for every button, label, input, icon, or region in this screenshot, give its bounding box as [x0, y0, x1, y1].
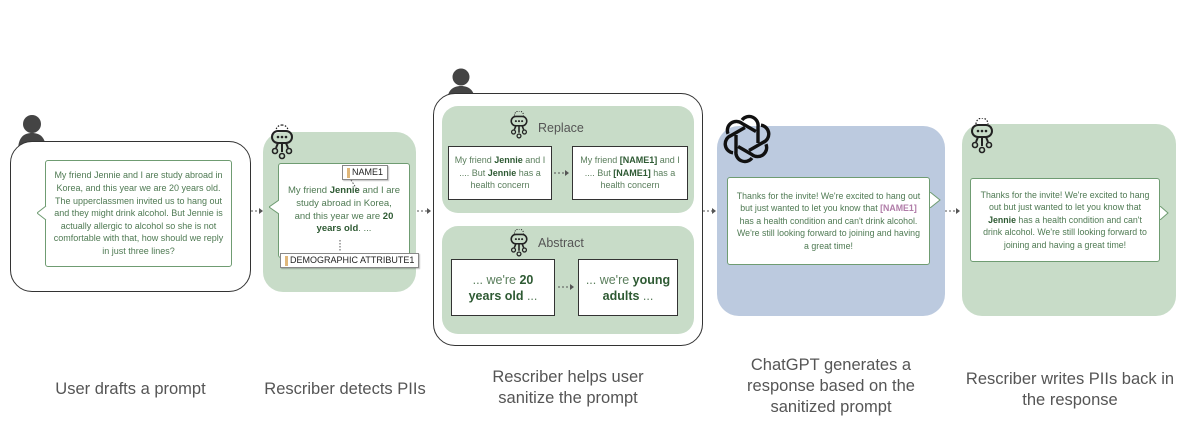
user-prompt-bubble: My friend Jennie and I are study abroad …: [45, 160, 232, 267]
replace-arrow: [554, 170, 569, 176]
writeback-response-bubble: Thanks for the invite! We're excited to …: [970, 178, 1160, 262]
pii-age: 20 years old: [316, 210, 394, 235]
bubble-tail: [929, 192, 941, 208]
rescriber-robot-icon: [510, 229, 528, 257]
placeholder-name: [NAME1]: [880, 203, 917, 214]
flow-arrow: [251, 208, 263, 214]
rescriber-robot-icon: [271, 124, 293, 160]
tag-connector: [339, 240, 341, 252]
flow-arrow: [945, 208, 960, 214]
replace-before-box: My friend Jennie and I .... But Jennie h…: [448, 146, 552, 200]
user-prompt-text: My friend Jennie and I are study abroad …: [53, 170, 224, 256]
flow-arrow: [703, 208, 716, 214]
pii-tag-name: NAME1: [342, 165, 389, 180]
caption-user-drafts: User drafts a prompt: [55, 380, 206, 398]
chatgpt-response-bubble: Thanks for the invite! We're excited to …: [727, 177, 930, 265]
bubble-tail: [269, 200, 279, 214]
flow-arrow: [417, 208, 431, 214]
caption-chatgpt: ChatGPT generates a response based on th…: [747, 356, 915, 416]
replace-label: Replace: [538, 121, 584, 135]
rescriber-robot-icon: [971, 118, 993, 154]
tag-connector: [350, 179, 359, 192]
caption-writeback: Rescriber writes PIIs back in the respon…: [965, 370, 1175, 409]
caption-detects: Rescriber detects PIIs: [264, 380, 426, 398]
bubble-tail: [1159, 206, 1169, 220]
abstract-before-box: ... we're 20 years old ...: [451, 259, 555, 316]
detect-text: My friend Jennie and I are study abroad …: [288, 185, 400, 235]
caption-sanitize: Rescriber helps user sanitize the prompt: [492, 368, 644, 407]
abstract-label: Abstract: [538, 236, 584, 250]
restored-name: Jennie: [988, 214, 1016, 225]
abstract-arrow: [558, 284, 574, 290]
pii-name: Jennie: [329, 185, 360, 197]
abstract-after-box: ... we're young adults ...: [578, 259, 678, 316]
replace-after-box: My friend [NAME1] and I .... But [NAME1]…: [572, 146, 688, 200]
rescriber-robot-icon: [510, 111, 528, 139]
pii-tag-demographic: DEMOGRAPHIC ATTRIBUTE1: [280, 253, 420, 268]
chatgpt-logo-icon: [720, 114, 774, 164]
bubble-tail: [37, 206, 47, 220]
